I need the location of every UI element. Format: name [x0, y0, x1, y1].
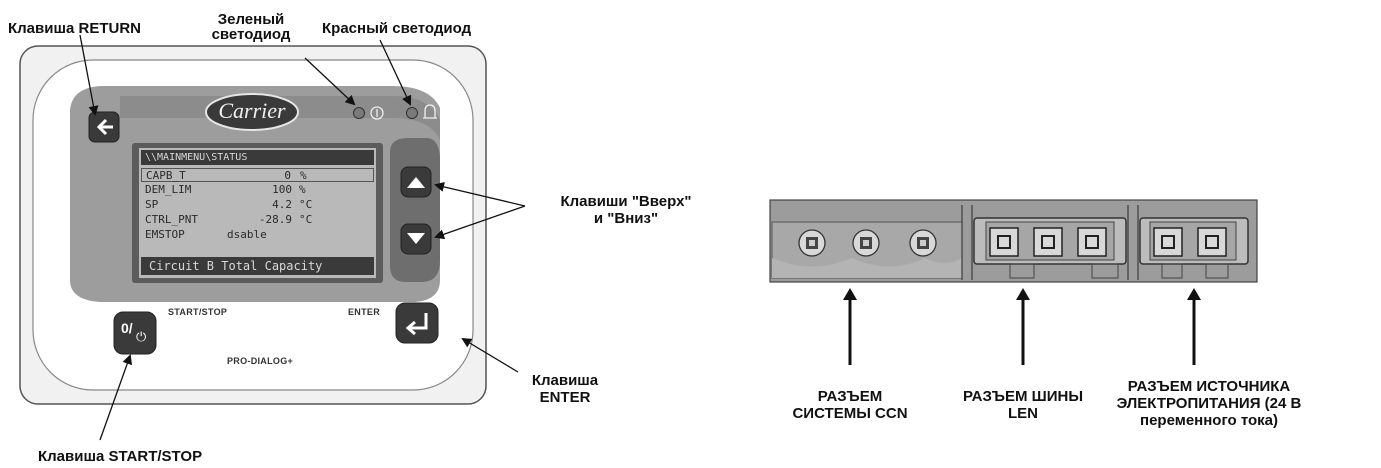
carrier-logo-oval — [205, 93, 299, 131]
label-up-down-line2: и "Вниз" — [593, 210, 659, 227]
start-stop-key[interactable] — [113, 311, 157, 355]
lcd-display: \\MAINMENU\STATUS CAPB_T 0 % DEM_LIM 100… — [141, 150, 374, 276]
enter-arrow-icon — [405, 313, 428, 336]
label-return-key: Клавиша RETURN — [8, 20, 141, 37]
label-power-line1: РАЗЪЕМ ИСТОЧНИКА — [1127, 378, 1291, 395]
power-icon: ⏻ — [136, 330, 147, 345]
label-len-line2: LEN — [1008, 405, 1038, 422]
pointer-return — [79, 34, 99, 116]
bell-icon — [423, 104, 437, 119]
back-arrow-icon — [96, 118, 113, 136]
lcd-row: CAPB_T 0 % — [141, 168, 374, 182]
label-len-connector: РАЗЪЕМ ШИНЫ LEN — [946, 388, 1100, 422]
label-green-led-line1: Зеленый — [217, 11, 285, 28]
triangle-up-icon — [407, 177, 425, 188]
pointer-enter — [461, 337, 519, 373]
label-up-down-keys: Клавиши "Вверх" и "Вниз" — [528, 193, 724, 227]
carrier-logo-text: Carrier — [218, 98, 286, 123]
lcd-row: EMSTOP dsable — [145, 228, 267, 241]
len-pin-3 — [1077, 227, 1107, 257]
label-ccn-line1: РАЗЪЕМ — [817, 388, 883, 405]
label-enter-line1: Клавиша — [531, 372, 599, 389]
start-stop-caption: START/STOP — [168, 307, 228, 317]
enter-key[interactable] — [395, 302, 439, 344]
green-led-info-icon — [370, 106, 384, 120]
start-stop-glyph: 0/ — [121, 320, 133, 336]
lcd-header: \\MAINMENU\STATUS — [141, 150, 374, 165]
len-pin-1 — [989, 227, 1019, 257]
len-pin-2 — [1033, 227, 1063, 257]
label-len-line1: РАЗЪЕМ ШИНЫ — [963, 388, 1083, 405]
label-power-connector: РАЗЪЕМ ИСТОЧНИКА ЭЛЕКТРОПИТАНИЯ (24 В пе… — [1104, 378, 1314, 429]
label-power-line2: ЭЛЕКТРОПИТАНИЯ (24 В — [1116, 395, 1302, 412]
lcd-row: SP 4.2 °C — [145, 198, 313, 211]
label-power-line3: переменного тока) — [1140, 412, 1278, 429]
model-caption: PRO-DIALOG+ — [227, 356, 294, 366]
nav-button-strip — [390, 138, 440, 282]
lcd-screen — [139, 148, 376, 278]
red-led — [406, 107, 418, 119]
label-start-stop-key: Клавиша START/STOP — [38, 448, 203, 465]
green-led — [353, 107, 365, 119]
label-enter-key: Клавиша ENTER — [515, 372, 615, 406]
label-ccn-line2: СИСТЕМЫ CCN — [792, 405, 908, 422]
lcd-row: DEM_LIM 100 % — [145, 183, 306, 196]
pointer-startstop — [99, 354, 133, 441]
triangle-down-icon — [407, 233, 425, 244]
label-green-led-line2: светодиод — [211, 26, 291, 43]
label-up-down-line1: Клавиши "Вверх" — [560, 193, 692, 210]
power-pin-1 — [1153, 227, 1183, 257]
lcd-row: CTRL_PNT -28.9 °C — [145, 213, 313, 226]
pointer-red-led — [379, 39, 412, 106]
lcd-footer: Circuit B Total Capacity — [141, 257, 374, 275]
label-ccn-connector: РАЗЪЕМ СИСТЕМЫ CCN — [760, 388, 940, 422]
label-green-led: Зеленый светодиод — [196, 11, 306, 43]
label-red-led: Красный светодиод — [322, 20, 472, 37]
power-pin-2 — [1197, 227, 1227, 257]
pointer-green-led — [304, 57, 356, 106]
label-enter-line2: ENTER — [539, 389, 591, 406]
pointer-down — [434, 205, 526, 240]
enter-caption: ENTER — [348, 307, 381, 317]
pointer-up — [434, 181, 526, 207]
